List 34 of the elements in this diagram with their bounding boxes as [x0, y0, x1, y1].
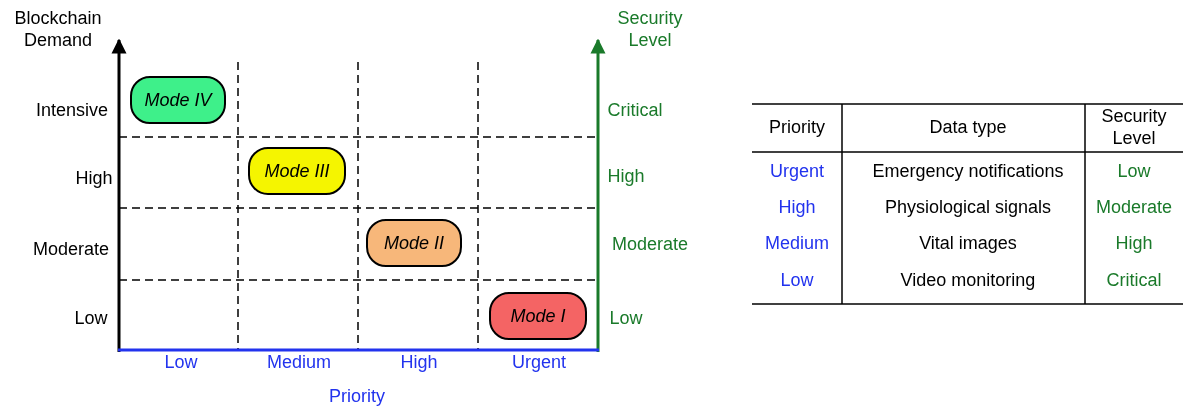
tick-label: High: [400, 352, 438, 374]
tick-label: Critical: [607, 100, 663, 122]
mode-pill: Mode III: [248, 147, 346, 195]
tick-label: Intensive: [36, 100, 108, 122]
tick-label: Urgent: [512, 352, 566, 374]
table-cell: Critical: [1106, 270, 1162, 292]
tick-label: Moderate: [612, 234, 688, 256]
table-cell: Medium: [765, 233, 829, 255]
table-cell: Video monitoring: [900, 270, 1036, 292]
table-cell: Physiological signals: [884, 197, 1052, 219]
tick-label: Low: [74, 308, 108, 330]
table-cell: Low: [1117, 161, 1151, 183]
table-header: Data type: [929, 117, 1007, 139]
table-cell: Low: [780, 270, 814, 292]
axis-title: Security Level: [616, 8, 684, 52]
mode-pill: Mode I: [489, 292, 587, 340]
mode-pill: Mode II: [366, 219, 462, 267]
tick-label: High: [607, 166, 645, 188]
table-cell: Moderate: [1096, 197, 1172, 219]
tick-label: High: [75, 168, 113, 190]
table-header: Priority: [769, 117, 825, 139]
mode-pill: Mode IV: [130, 76, 226, 124]
axis-title: Priority: [329, 386, 385, 408]
table-header: Security Level: [1100, 106, 1168, 150]
table-cell: High: [778, 197, 816, 219]
table-cell: Emergency notifications: [872, 161, 1064, 183]
table-cell: Vital images: [919, 233, 1017, 255]
table-cell: Urgent: [770, 161, 824, 183]
tick-label: Moderate: [33, 239, 109, 261]
tick-label: Medium: [267, 352, 331, 374]
table-cell: High: [1115, 233, 1153, 255]
tick-label: Low: [609, 308, 643, 330]
tick-label: Low: [164, 352, 198, 374]
axis-title: Blockchain Demand: [13, 8, 103, 52]
